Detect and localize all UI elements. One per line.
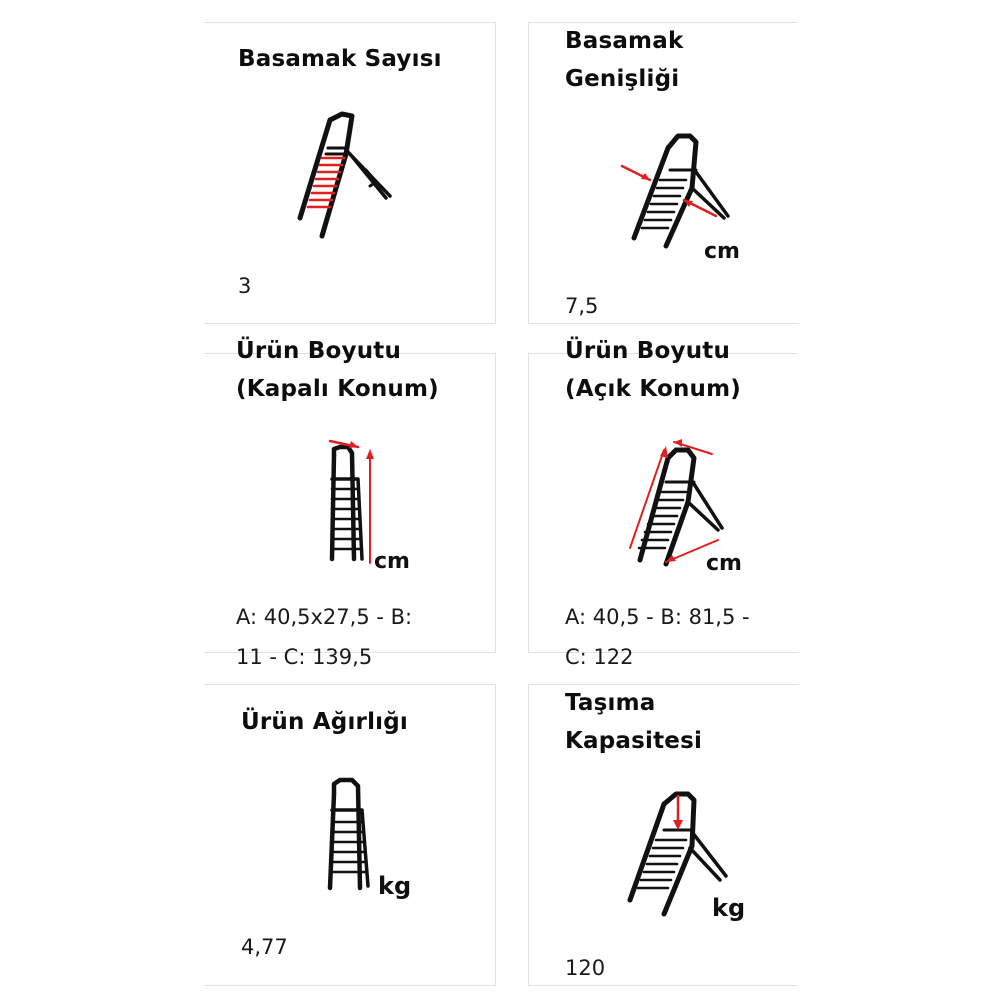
card-title-line: Ürün Boyutu (236, 338, 402, 364)
ladder-steps-highlighted-icon (297, 111, 392, 239)
card-title-step-count: Basamak Sayısı (238, 40, 442, 78)
card-title-size-open: Ürün Boyutu (Açık Konum) (565, 332, 741, 408)
card-value-size-closed: A: 40,5x27,5 - B: 11 - C: 139,5 (236, 597, 412, 677)
card-value-capacity: 120 (565, 948, 605, 988)
card-title-line: Kapasitesi (565, 728, 703, 754)
card-value-line: A: 40,5x27,5 - B: (236, 605, 413, 629)
card-value-step-width: 7,5 (565, 286, 598, 326)
card-value-step-count: 3 (238, 266, 251, 306)
card-value-line: 7,5 (565, 294, 599, 318)
unit-label: cm (374, 549, 410, 574)
card-title-capacity: Taşıma Kapasitesi (565, 684, 702, 760)
card-value-size-open: A: 40,5 - B: 81,5 - C: 122 (565, 597, 750, 677)
card-title-weight: Ürün Ağırlığı (241, 703, 408, 741)
card-value-line: A: 40,5 - B: 81,5 - (565, 605, 750, 629)
ladder-step-width-icon: cm (620, 133, 740, 264)
card-title-step-width: Basamak Genişliği (565, 22, 683, 98)
card-title-line: Ürün Boyutu (565, 338, 731, 364)
ladder-weight-icon: kg (327, 777, 411, 900)
card-title-line: Taşıma (565, 690, 656, 716)
card-value-line: 11 - C: 139,5 (236, 645, 373, 669)
card-title-line: (Açık Konum) (565, 376, 741, 402)
card-title-line: Basamak Sayısı (238, 46, 442, 72)
card-title-line: (Kapalı Konum) (236, 376, 439, 402)
unit-label: kg (712, 894, 745, 922)
card-value-line: 4,77 (241, 935, 288, 959)
ladder-closed-dimensions-icon: cm (328, 439, 410, 574)
card-value-line: C: 122 (565, 645, 634, 669)
card-value-line: 120 (565, 956, 606, 980)
card-title-line: Basamak (565, 28, 684, 54)
unit-label: cm (706, 551, 742, 576)
unit-label: kg (378, 872, 411, 900)
card-title-line: Genişliği (565, 66, 680, 92)
card-value-line: 3 (238, 274, 252, 298)
ladder-load-capacity-icon: kg (627, 791, 745, 922)
card-title-size-closed: Ürün Boyutu (Kapalı Konum) (236, 332, 439, 408)
card-title-line: Ürün Ağırlığı (241, 709, 408, 735)
ladder-open-dimensions-icon: cm (629, 439, 742, 576)
card-value-weight: 4,77 (241, 927, 288, 967)
unit-label: cm (704, 239, 740, 264)
